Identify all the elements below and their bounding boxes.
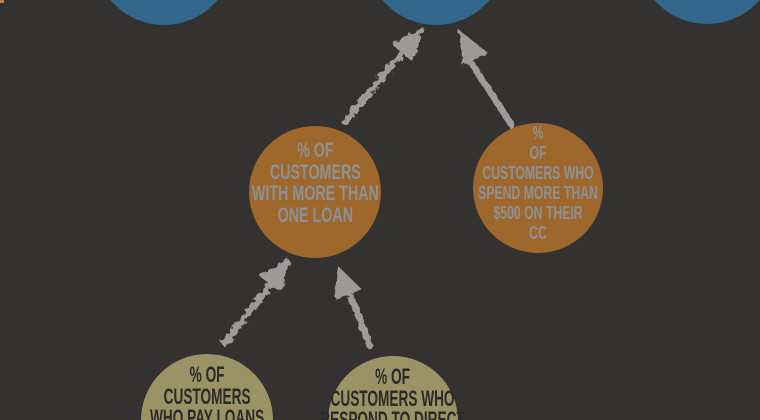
label-line: % OF: [189, 362, 225, 387]
label-line: CC: [529, 223, 547, 243]
node-metric-multiple-loans: % OF CUSTOMERS WITH MORE THAN ONE LOAN: [249, 126, 381, 258]
label-line: WHO PAY LOANS: [149, 405, 265, 420]
node-metric-top-center: [366, 0, 506, 25]
node-metric-top-left: [94, 0, 234, 25]
label-line: ONE LOAN: [277, 203, 353, 227]
label-line: %: [532, 123, 544, 143]
arrow-loans-to-top-center: [341, 27, 424, 126]
arrow-payloans-to-loans: [221, 259, 290, 347]
label-line: OF: [529, 143, 547, 163]
label-line: % OF: [375, 364, 411, 389]
label-line: % OF: [296, 139, 334, 162]
label-line: RESPOND TO DIRECT: [320, 407, 466, 420]
node-label: % OF CUSTOMERS WITH MORE THAN ONE LOAN: [252, 140, 379, 226]
label-line: CUSTOMERS: [269, 160, 361, 184]
node-metric-direct-mail: % OF CUSTOMERS WHO RESPOND TO DIRECT: [321, 356, 465, 420]
label-line: WITH MORE THAN: [251, 182, 379, 205]
node-label: % OF CUSTOMERS WHO PAY LOANS: [150, 364, 264, 420]
node-metric-cc-spend: % OF CUSTOMERS WHO SPEND MORE THAN $500 …: [473, 123, 603, 253]
node-label: % OF CUSTOMERS WHO SPEND MORE THAN $500 …: [478, 123, 598, 243]
arrow-ccspend-to-top-center: [459, 30, 517, 131]
label-line: SPEND MORE THAN: [478, 183, 598, 203]
corner-fragment: [0, 0, 4, 3]
label-line: CUSTOMERS WHO: [482, 163, 594, 183]
label-line: $500 ON THEIR: [493, 203, 583, 223]
label-line: CUSTOMERS: [163, 383, 251, 409]
node-metric-top-right: [637, 0, 760, 24]
node-metric-pay-loans: % OF CUSTOMERS WHO PAY LOANS: [141, 354, 273, 420]
arrow-directmail-to-loans: [335, 265, 374, 350]
node-label: % OF CUSTOMERS WHO RESPOND TO DIRECT: [321, 366, 465, 420]
label-line: CUSTOMERS WHO: [330, 385, 456, 411]
